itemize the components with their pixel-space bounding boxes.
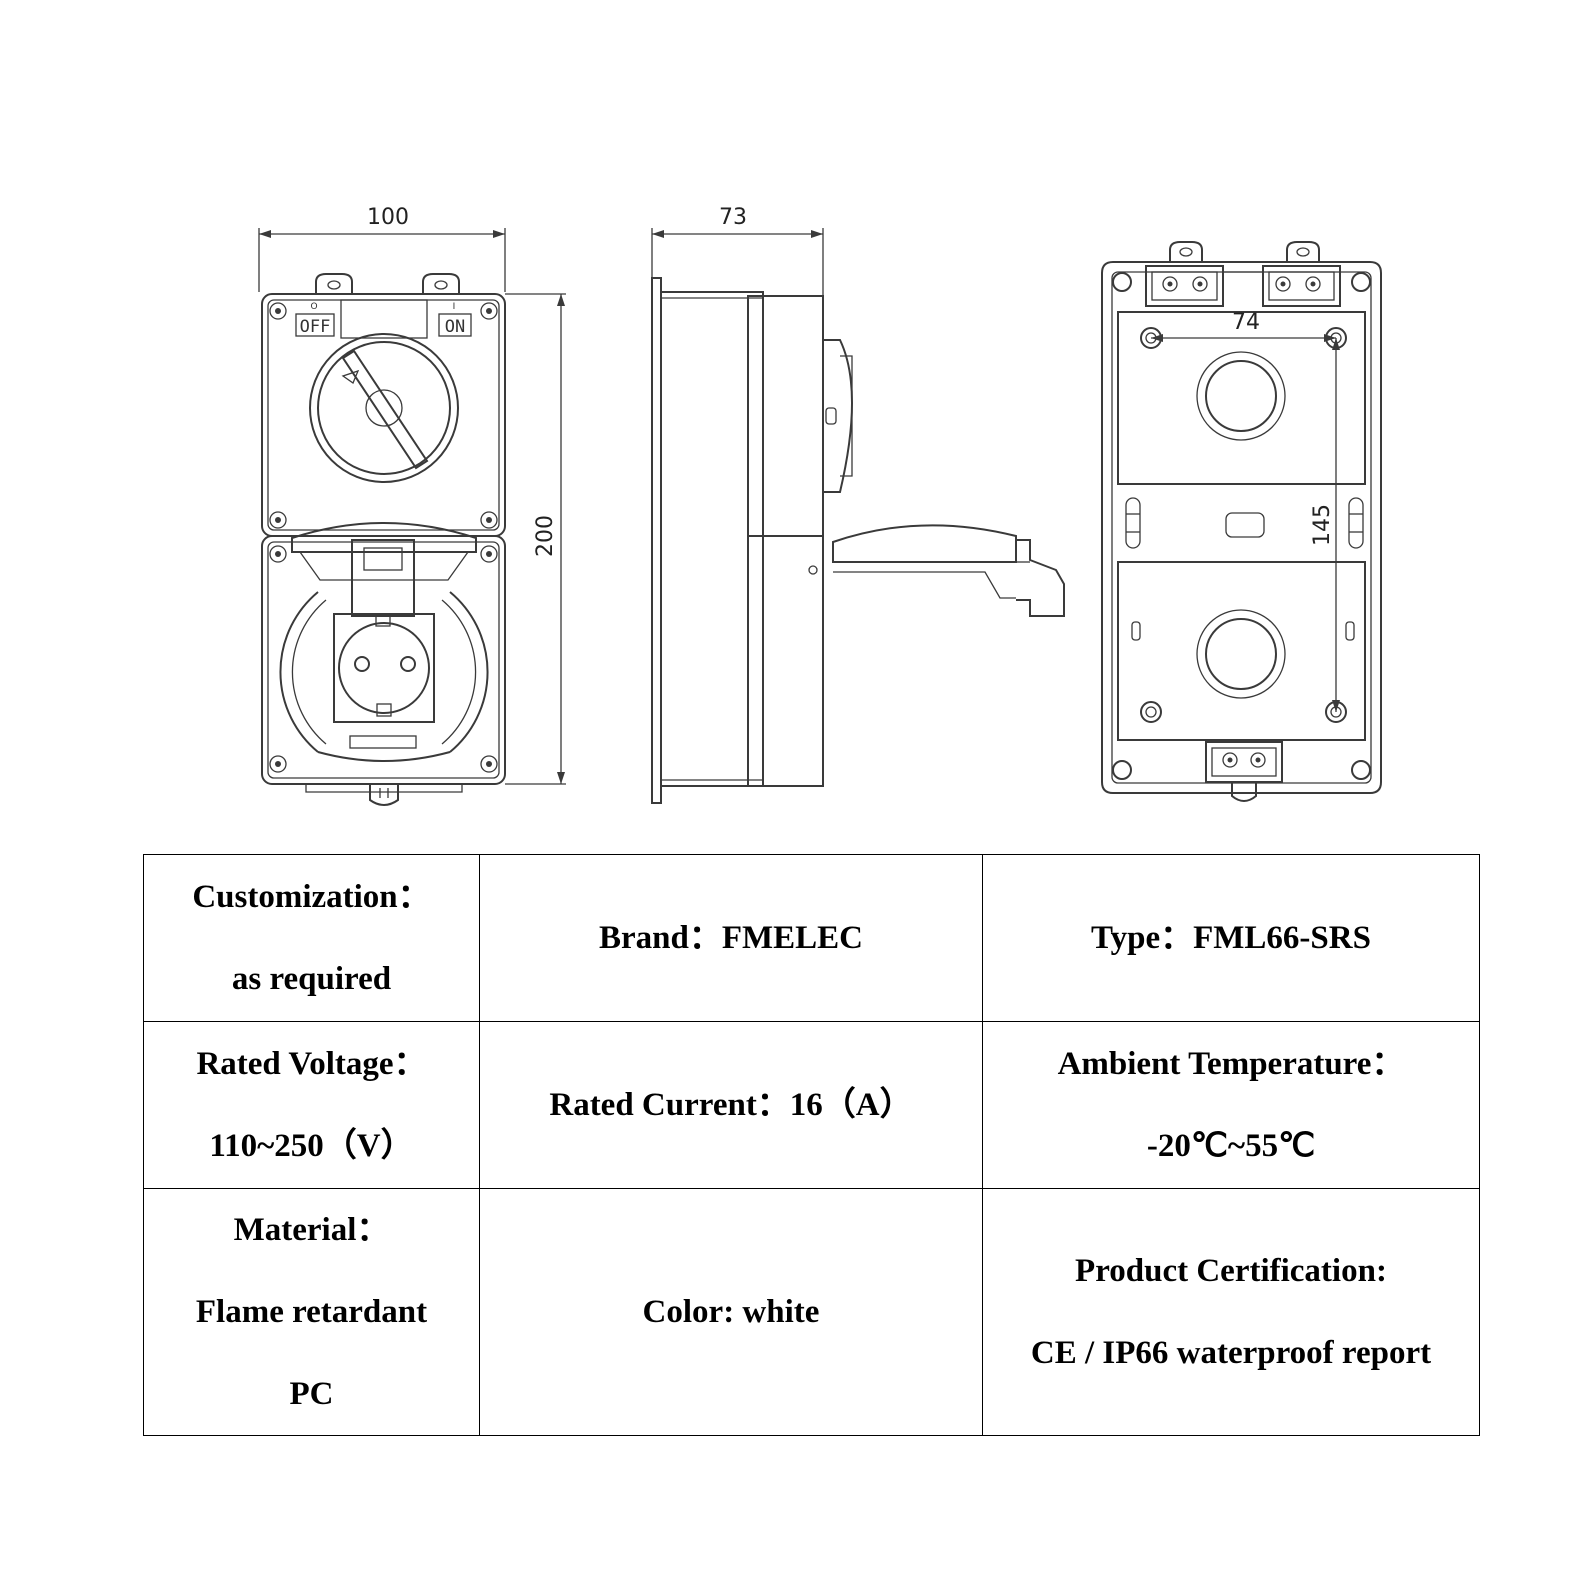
spec-rated-voltage: Rated Voltage： 110~250（V） [143, 1021, 480, 1189]
spec-type: Type：FML66-SRS [982, 854, 1480, 1022]
table-row: Rated Voltage： 110~250（V） Rated Current：… [143, 1021, 1480, 1189]
off-label: OFF [300, 317, 331, 337]
front-view: 100 200 O OFF I ON [258, 205, 566, 806]
front-width-dimension: 100 [258, 205, 506, 292]
front-height-label: 200 [533, 515, 558, 557]
spec-customization: Customization： as required [143, 854, 480, 1022]
back-vertical-dimension: 145 [1310, 338, 1347, 723]
on-symbol: I [453, 302, 456, 312]
spec-ambient-temperature: Ambient Temperature： -20℃~55℃ [982, 1021, 1480, 1189]
back-h-label: 74 [1232, 310, 1260, 335]
on-label: ON [445, 317, 465, 337]
back-horizontal-dimension: 74 [1140, 310, 1347, 349]
back-view: 74 145 [1101, 241, 1382, 802]
spec-color: Color: white [479, 1188, 983, 1436]
socket-outlet [279, 591, 489, 762]
technical-drawing: 100 200 O OFF I ON [258, 205, 1382, 806]
side-view: 73 [651, 205, 1065, 804]
table-row: Material： Flame retardant PC Color: whit… [143, 1188, 1480, 1436]
front-height-dimension: 200 [505, 293, 566, 785]
spec-rated-current: Rated Current：16（A） [479, 1021, 983, 1189]
spec-material: Material： Flame retardant PC [143, 1188, 480, 1436]
side-depth-dimension: 73 [651, 205, 824, 296]
front-width-label: 100 [367, 205, 409, 230]
spec-brand: Brand：FMELEC [479, 854, 983, 1022]
side-depth-label: 73 [719, 205, 747, 230]
table-row: Customization： as required Brand：FMELEC … [143, 854, 1480, 1022]
off-symbol: O [310, 302, 317, 312]
rotary-knob [309, 333, 459, 483]
back-v-label: 145 [1310, 504, 1335, 546]
spec-certification: Product Certification: CE / IP66 waterpr… [982, 1188, 1480, 1436]
specification-table: Customization： as required Brand：FMELEC … [143, 854, 1480, 1436]
